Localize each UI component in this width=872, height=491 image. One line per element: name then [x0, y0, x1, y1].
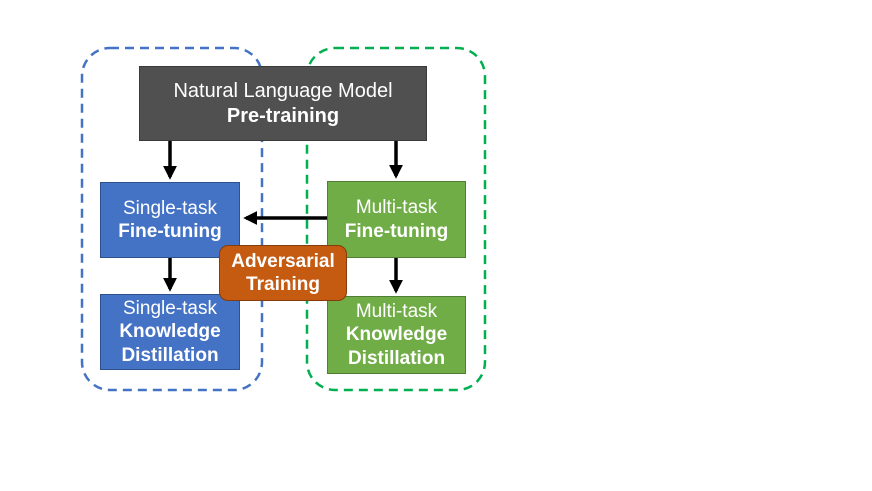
- adversarial-training-label-1: Adversarial: [231, 250, 335, 272]
- pretraining-node: Natural Language Model Pre-training: [139, 66, 427, 141]
- single-task-finetuning-node: Single-task Fine-tuning: [100, 182, 240, 258]
- pretraining-node-label: Pre-training: [226, 104, 340, 127]
- multi-task-finetuning-node: Multi-task Fine-tuning: [327, 181, 466, 258]
- single-task-distillation-label-2: Distillation: [121, 344, 219, 366]
- single-task-finetuning-title: Single-task: [123, 197, 217, 219]
- multi-task-finetuning-title: Multi-task: [355, 197, 438, 219]
- single-task-distillation-label-1: Knowledge: [119, 321, 221, 343]
- pretraining-node-title: Natural Language Model: [173, 80, 393, 103]
- multi-task-group-outline: [305, 46, 487, 392]
- single-task-distillation-node: Single-task Knowledge Distillation: [100, 294, 240, 370]
- single-task-group-outline: [80, 46, 264, 392]
- multi-task-distillation-title: Multi-task: [355, 301, 438, 323]
- multi-task-distillation-label-1: Knowledge: [345, 324, 448, 346]
- multi-task-distillation-node: Multi-task Knowledge Distillation: [327, 296, 466, 374]
- multi-task-finetuning-label: Fine-tuning: [344, 220, 449, 242]
- single-task-finetuning-label: Fine-tuning: [118, 221, 222, 242]
- adversarial-training-node: Adversarial Training: [219, 245, 347, 301]
- single-task-distillation-title: Single-task: [123, 298, 217, 320]
- multi-task-distillation-label-2: Distillation: [347, 347, 446, 369]
- adversarial-training-label-2: Training: [246, 274, 320, 295]
